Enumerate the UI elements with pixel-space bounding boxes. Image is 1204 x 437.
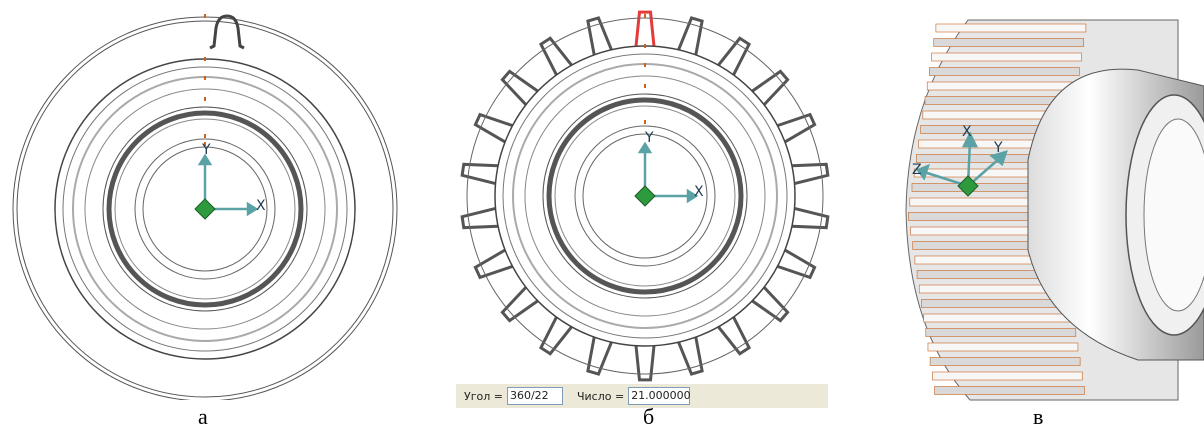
angle-label: Угол = (464, 389, 503, 403)
caption-c: в (1033, 404, 1044, 429)
gear-tooth-3d (929, 357, 1081, 366)
axis-x-label-b: X (694, 184, 704, 200)
gear-tooth (634, 345, 656, 382)
axis-y-label-c: Y (994, 140, 1003, 156)
gear-tooth (586, 336, 613, 376)
axis-x-label-a: X (256, 198, 266, 214)
gear-tooth-3d (921, 299, 1072, 308)
array-parameters-bar: Угол = 360/22 Число = 21.000000 (456, 384, 828, 408)
axis-y-label-b: Y (645, 130, 654, 146)
gear-tooth (538, 316, 573, 356)
gear-tooth-3d (927, 342, 1079, 352)
count-input[interactable]: 21.000000 (628, 387, 691, 405)
gear-tooth-3d (923, 313, 1074, 323)
gear-tooth-3d (931, 52, 1082, 62)
gear-tooth-3d (934, 386, 1085, 395)
gear-tooth (538, 36, 573, 76)
panel-a-front-view (12, 14, 398, 400)
gear-tooth (500, 286, 539, 323)
gear-tooth (500, 69, 539, 106)
gear-tooth (460, 162, 499, 186)
gear-tooth (717, 316, 752, 356)
tooth-profile-icon (209, 14, 245, 50)
gear-tooth (677, 336, 704, 376)
gear-tooth (776, 248, 817, 280)
panel-b-gear-outline (460, 10, 830, 382)
gear-tooth (586, 16, 613, 56)
caption-b: б (643, 404, 655, 429)
panel-c-3d-gear (905, 19, 1204, 401)
axis-x-label-c: X (962, 124, 972, 140)
gear-tooth (717, 36, 752, 76)
gear-tooth (677, 16, 704, 56)
gear-tooth-3d (931, 371, 1083, 381)
gear-tooth-3d (925, 328, 1077, 337)
origin-marker-icon (194, 198, 216, 220)
gear-tooth (791, 206, 830, 230)
axis-y-label-a: Y (202, 142, 211, 158)
caption-a: а (198, 404, 208, 429)
axis-z-label-c: Z (912, 162, 922, 178)
gear-tooth (776, 112, 817, 144)
gear-tooth-3d (929, 67, 1080, 76)
gear-tooth (751, 69, 790, 106)
gear-tooth (751, 286, 790, 323)
gear-tooth-3d (926, 81, 1078, 91)
angle-input[interactable]: 360/22 (506, 387, 563, 405)
gear-tooth (473, 112, 514, 144)
count-label: Число = (576, 389, 625, 403)
gear-tooth (460, 206, 499, 230)
gear-tooth-3d (933, 38, 1085, 47)
gear-tooth-3d (935, 23, 1087, 33)
highlighted-tooth (634, 10, 656, 47)
gear-tooth (473, 248, 514, 280)
gear-tooth (791, 162, 830, 186)
